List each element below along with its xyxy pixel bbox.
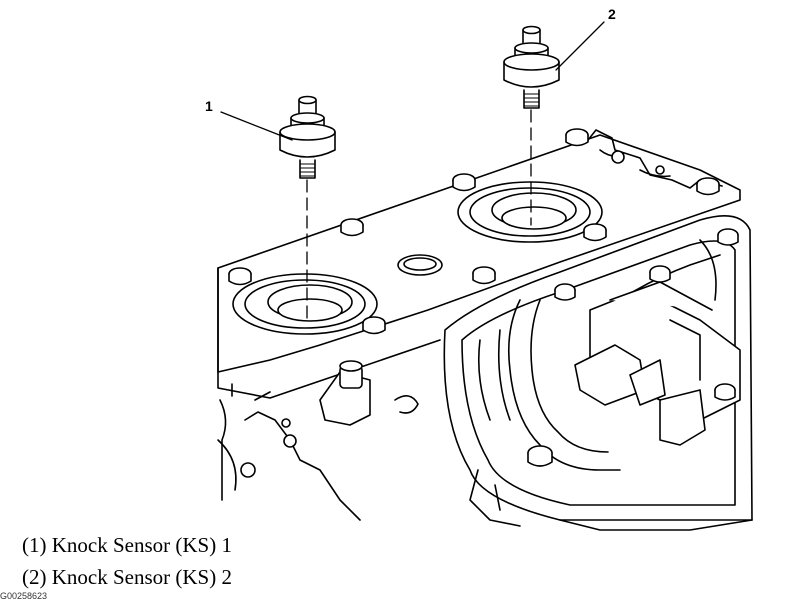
callout-2: 2 (608, 6, 616, 22)
leader-line-1 (220, 111, 293, 141)
manifold-lower-edge (469, 469, 753, 531)
knock-sensor-1 (279, 95, 336, 179)
manifold-bolts (527, 228, 739, 467)
install-guide-lines (306, 109, 532, 319)
engine-lower-side (217, 360, 419, 521)
leader-lines (220, 21, 605, 141)
deck-bolts (228, 128, 720, 335)
legend-item-1: (1) Knock Sensor (KS) 1 (22, 533, 232, 557)
figure-id: G00258623 (0, 591, 48, 601)
coil-assembly (574, 281, 741, 446)
knock-sensor-2 (503, 25, 560, 109)
callout-1: 1 (205, 98, 213, 114)
leader-line-2 (555, 21, 605, 71)
legend-item-2: (2) Knock Sensor (KS) 2 (22, 565, 232, 589)
center-plug (397, 254, 443, 276)
sensor-bore-1 (232, 273, 378, 335)
sensor-bore-2 (457, 181, 603, 243)
